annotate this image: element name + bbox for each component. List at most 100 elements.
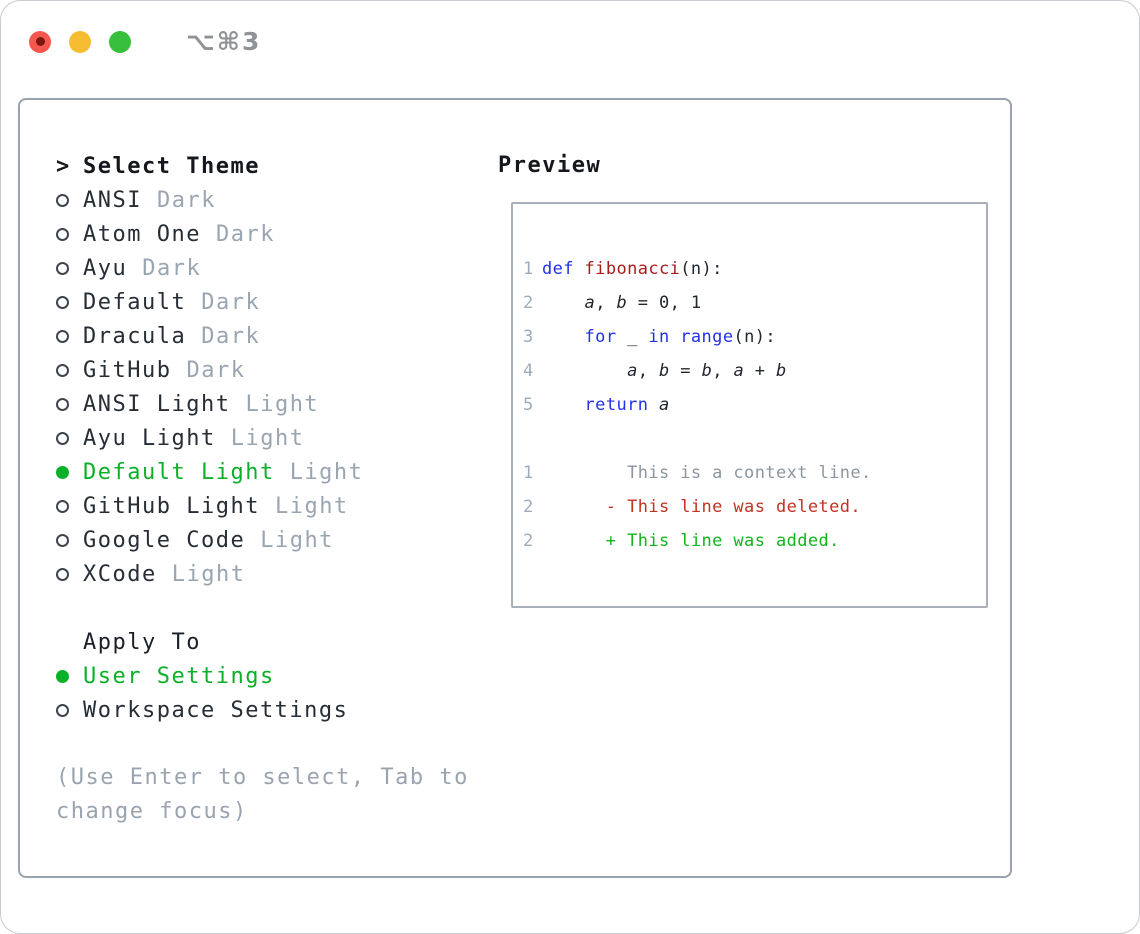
code-token: def [542, 259, 574, 279]
minimize-button[interactable] [69, 30, 91, 53]
code-token: = [669, 361, 702, 381]
theme-item[interactable]: ANSI Dark [56, 183, 469, 217]
titlebar: ⌥⌘3 [29, 27, 261, 56]
code-token [542, 293, 585, 313]
code-token [648, 395, 659, 415]
radio-slot [56, 193, 83, 207]
code-token [542, 361, 627, 381]
theme-item[interactable]: Google Code Light [56, 523, 469, 557]
radio-icon [56, 329, 69, 343]
radio-icon [56, 363, 69, 377]
radio-icon [56, 295, 69, 309]
code-token: a [627, 361, 638, 381]
theme-variant-tag: Light [274, 493, 349, 519]
radio-selected-icon [56, 465, 69, 479]
theme-name: Ayu [83, 255, 128, 281]
theme-variant-tag: Light [171, 561, 246, 587]
theme-name: Ayu Light [83, 425, 216, 451]
theme-item[interactable]: ANSI Light Light [56, 387, 469, 421]
code-token: _ [616, 327, 649, 347]
theme-variant-tag: Light [245, 391, 320, 417]
radio-slot [56, 669, 83, 683]
code-token [542, 395, 585, 415]
select-theme-title: Select Theme [83, 153, 260, 179]
code-line: 4 a, b = b, a + b [523, 354, 980, 388]
apply-option-label: Workspace Settings [83, 697, 349, 723]
line-number: 3 [523, 327, 534, 347]
code-line: 5 return a [523, 388, 980, 422]
code-token: a [659, 395, 670, 415]
line-number: 1 [523, 259, 534, 279]
diff-text: - This line was deleted. [542, 497, 862, 517]
theme-variant-tag: Dark [186, 357, 246, 383]
radio-icon [56, 567, 69, 581]
code-token [670, 327, 681, 347]
apply-to-header-row: Apply To [56, 625, 469, 659]
radio-slot [56, 295, 83, 309]
radio-slot [56, 465, 83, 479]
theme-item[interactable]: XCode Light [56, 557, 469, 591]
theme-name: ANSI Light [83, 391, 231, 417]
apply-option[interactable]: Workspace Settings [56, 693, 469, 727]
diff-block: 1 This is a context line.2 - This line w… [523, 456, 980, 558]
theme-item[interactable]: GitHub Dark [56, 353, 469, 387]
theme-variant-tag: Dark [215, 221, 275, 247]
theme-item[interactable]: Atom One Dark [56, 217, 469, 251]
code-token: b [616, 293, 628, 313]
diff-text: + This line was added. [542, 531, 840, 551]
spacer [56, 727, 469, 761]
radio-slot [56, 431, 83, 445]
code-token: b [776, 361, 787, 381]
line-number: 5 [523, 395, 534, 415]
apply-to-title: Apply To [83, 629, 201, 655]
theme-variant-tag: Light [289, 459, 364, 485]
code-token: (n): [733, 327, 777, 347]
theme-item[interactable]: Ayu Dark [56, 251, 469, 285]
code-line: 3 for _ in range(n): [523, 320, 980, 354]
theme-name: XCode [83, 561, 157, 587]
radio-icon [56, 193, 69, 207]
code-token: , [637, 361, 660, 381]
prompt-caret-icon: > [56, 153, 71, 179]
code-token: = 0, 1 [627, 293, 702, 313]
radio-slot [56, 703, 83, 717]
radio-slot [56, 227, 83, 241]
code-token: , [712, 361, 734, 381]
code-token: for [584, 327, 617, 347]
code-token: return [584, 395, 649, 415]
theme-name: ANSI [83, 187, 142, 213]
theme-variant-tag: Dark [142, 255, 202, 281]
code-token: in [648, 327, 670, 347]
code-token: fibonacci [584, 259, 681, 279]
radio-icon [56, 703, 69, 717]
close-button[interactable] [29, 30, 51, 53]
theme-name: Default [83, 289, 187, 315]
code-line: 2 a, b = 0, 1 [523, 286, 980, 320]
radio-icon [56, 499, 69, 513]
apply-option[interactable]: User Settings [56, 659, 469, 693]
theme-variant-tag: Light [260, 527, 334, 553]
code-token: b [701, 361, 713, 381]
theme-name: GitHub [83, 357, 172, 383]
diff-line: 2 - This line was deleted. [523, 490, 980, 524]
code-token: a [733, 361, 745, 381]
theme-variant-tag: Dark [156, 187, 216, 213]
theme-name: Atom One [83, 221, 201, 247]
zoom-button[interactable] [109, 30, 131, 53]
diff-line: 1 This is a context line. [523, 456, 980, 490]
theme-variant-tag: Dark [201, 323, 261, 349]
radio-icon [56, 397, 69, 411]
theme-name: Google Code [83, 527, 246, 553]
preview-title: Preview [498, 153, 602, 178]
radio-slot [56, 499, 83, 513]
